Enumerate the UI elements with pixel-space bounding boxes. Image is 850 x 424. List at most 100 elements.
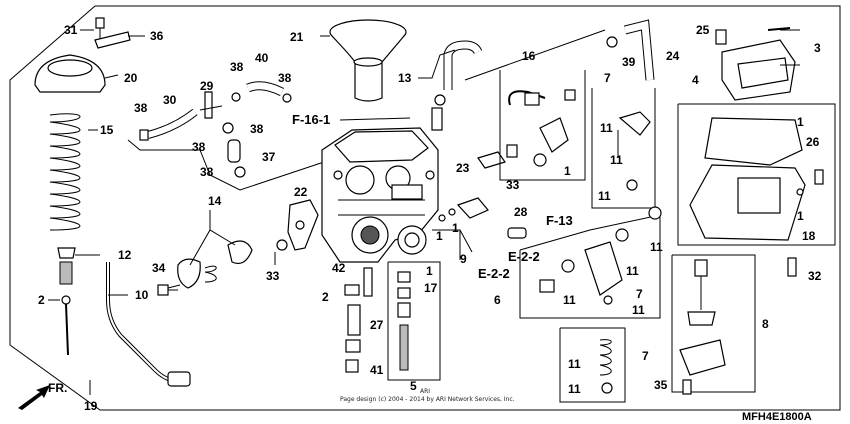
callout-10: 10 bbox=[135, 288, 149, 302]
callout-18: 18 bbox=[802, 229, 816, 243]
callout-25: 25 bbox=[696, 23, 710, 37]
float-bowl bbox=[677, 103, 836, 277]
copyright-notice: Page design (c) 2004 - 2014 by ARI Netwo… bbox=[340, 396, 515, 403]
callout-17: 17 bbox=[424, 281, 438, 295]
ref-e-2-2-b: E-2-2 bbox=[478, 266, 510, 281]
spring-group-7-lower bbox=[559, 327, 626, 403]
callout-11-c: 11 bbox=[598, 189, 611, 203]
callout-38-c: 38 bbox=[230, 60, 244, 74]
callout-11-e: 11 bbox=[626, 264, 639, 278]
callout-20: 20 bbox=[124, 71, 138, 85]
callout-1-harness: 1 bbox=[564, 164, 571, 178]
center-small-parts bbox=[432, 197, 489, 260]
callout-38-f: 38 bbox=[200, 165, 214, 179]
callout-11-h: 11 bbox=[568, 357, 581, 371]
screw-28 bbox=[507, 227, 527, 239]
callout-1-a: 1 bbox=[436, 229, 443, 243]
callout-6: 6 bbox=[494, 293, 501, 307]
callout-1-jet: 1 bbox=[426, 264, 433, 278]
callout-24: 24 bbox=[666, 49, 680, 63]
callout-27: 27 bbox=[370, 318, 384, 332]
fuel-hose-24 bbox=[464, 19, 655, 81]
callout-38-a: 38 bbox=[134, 101, 148, 115]
lever-assembly-6 bbox=[519, 206, 662, 319]
throttle-bracket bbox=[287, 199, 319, 251]
callout-11-i: 11 bbox=[568, 382, 581, 396]
callout-2-left: 2 bbox=[38, 293, 45, 307]
callout-31: 31 bbox=[64, 23, 78, 37]
callout-42: 42 bbox=[332, 261, 346, 275]
callout-32: 32 bbox=[808, 269, 822, 283]
callout-38-d: 38 bbox=[278, 71, 292, 85]
spring bbox=[49, 113, 98, 231]
callout-40: 40 bbox=[255, 51, 269, 65]
carburetor-body bbox=[321, 117, 439, 263]
choke-assembly bbox=[159, 210, 253, 291]
callout-7-top: 7 bbox=[604, 71, 611, 85]
diaphragm-cover bbox=[34, 54, 119, 93]
clamp-23 bbox=[477, 144, 518, 169]
watermark-small: ARI bbox=[420, 388, 430, 395]
callout-29: 29 bbox=[200, 79, 214, 93]
callout-11-f: 11 bbox=[563, 293, 576, 307]
callout-11-g: 11 bbox=[632, 303, 645, 317]
callout-1-b: 1 bbox=[452, 221, 459, 235]
callout-19: 19 bbox=[84, 399, 98, 413]
callout-13: 13 bbox=[398, 71, 412, 85]
fr-arrow: FR. bbox=[18, 381, 67, 410]
ref-e-2-2-a: E-2-2 bbox=[508, 249, 540, 264]
diagram-code: MFH4E1800A bbox=[742, 411, 812, 423]
callout-15: 15 bbox=[100, 123, 114, 137]
diagram-frame bbox=[9, 5, 841, 411]
linkage-7 bbox=[591, 88, 656, 209]
hose-13 bbox=[418, 40, 483, 131]
hose-19 bbox=[89, 262, 191, 395]
callout-4: 4 bbox=[692, 73, 699, 87]
callout-33-center: 33 bbox=[506, 178, 520, 192]
callout-2-center: 2 bbox=[322, 290, 329, 304]
callout-8: 8 bbox=[762, 317, 769, 331]
callout-37: 37 bbox=[262, 150, 276, 164]
callout-30: 30 bbox=[163, 93, 177, 107]
callout-39: 39 bbox=[622, 55, 636, 69]
callout-34: 34 bbox=[152, 261, 166, 275]
callout-11-b: 11 bbox=[610, 153, 623, 167]
callout-33-left: 33 bbox=[266, 269, 280, 283]
vent-hose-assembly bbox=[127, 81, 331, 191]
callout-3: 3 bbox=[814, 41, 821, 55]
callout-7-bottom: 7 bbox=[642, 349, 649, 363]
callout-11-d: 11 bbox=[650, 240, 663, 254]
ref-f-13: F-13 bbox=[546, 213, 573, 228]
callout-38-e: 38 bbox=[250, 122, 264, 136]
callout-36: 36 bbox=[150, 29, 164, 43]
sensor-harness bbox=[499, 70, 586, 181]
screw-33-left bbox=[274, 239, 288, 265]
fr-label: FR. bbox=[48, 381, 67, 395]
callout-28: 28 bbox=[514, 205, 528, 219]
callout-14: 14 bbox=[208, 194, 222, 208]
needle-valve-8 bbox=[671, 254, 756, 395]
callout-9: 9 bbox=[460, 252, 467, 266]
callout-11-a: 11 bbox=[600, 121, 613, 135]
float-assembly bbox=[715, 27, 800, 101]
callout-12: 12 bbox=[118, 248, 132, 262]
callout-41: 41 bbox=[370, 363, 384, 377]
screw-34 bbox=[157, 284, 178, 296]
vacuum-piston-funnel bbox=[320, 19, 407, 102]
jet-column bbox=[344, 261, 441, 381]
callout-23: 23 bbox=[456, 161, 470, 175]
callout-5: 5 bbox=[410, 379, 417, 393]
jet-needle bbox=[48, 247, 100, 356]
callout-16: 16 bbox=[522, 49, 536, 63]
callout-1-drain: 1 bbox=[797, 209, 804, 223]
callout-26: 26 bbox=[806, 135, 820, 149]
ref-f-16-1: F-16-1 bbox=[292, 112, 330, 127]
screw-bracket bbox=[80, 17, 145, 49]
callout-1-bowl: 1 bbox=[797, 115, 804, 129]
callout-21: 21 bbox=[290, 30, 304, 44]
callout-38-b: 38 bbox=[192, 140, 206, 154]
callout-22: 22 bbox=[294, 185, 308, 199]
callout-35: 35 bbox=[654, 378, 668, 392]
callout-7-mid: 7 bbox=[636, 287, 643, 301]
